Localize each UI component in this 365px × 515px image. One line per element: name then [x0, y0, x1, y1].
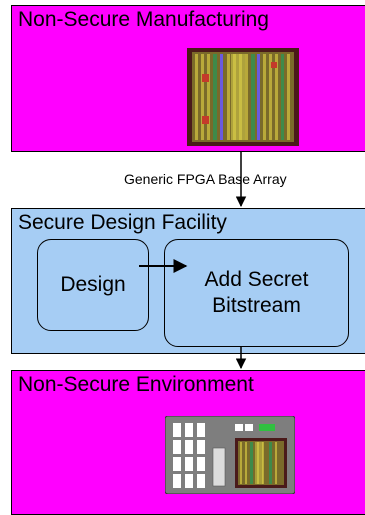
design-label: Design: [60, 272, 126, 296]
fpga-chip-icon: [187, 48, 299, 146]
non-secure-environment-title: Non-Secure Environment: [18, 373, 254, 396]
add-secret-label-line2: Bitstream: [212, 294, 301, 317]
non-secure-environment-box: Non-Secure Environment: [11, 370, 365, 515]
secure-design-facility-title: Secure Design Facility: [18, 211, 227, 234]
add-secret-bitstream-node: Add Secret Bitstream: [164, 239, 349, 347]
non-secure-manufacturing-box: Non-Secure Manufacturing: [11, 5, 365, 152]
non-secure-manufacturing-title: Non-Secure Manufacturing: [18, 8, 269, 31]
add-secret-label-line1: Add Secret: [204, 267, 309, 291]
base-array-edge-label: Generic FPGA Base Array: [124, 171, 287, 187]
secure-design-facility-box: Secure Design Facility Design Add Secret…: [11, 208, 365, 354]
design-node: Design: [37, 239, 149, 331]
circuit-board-icon: [165, 416, 295, 494]
